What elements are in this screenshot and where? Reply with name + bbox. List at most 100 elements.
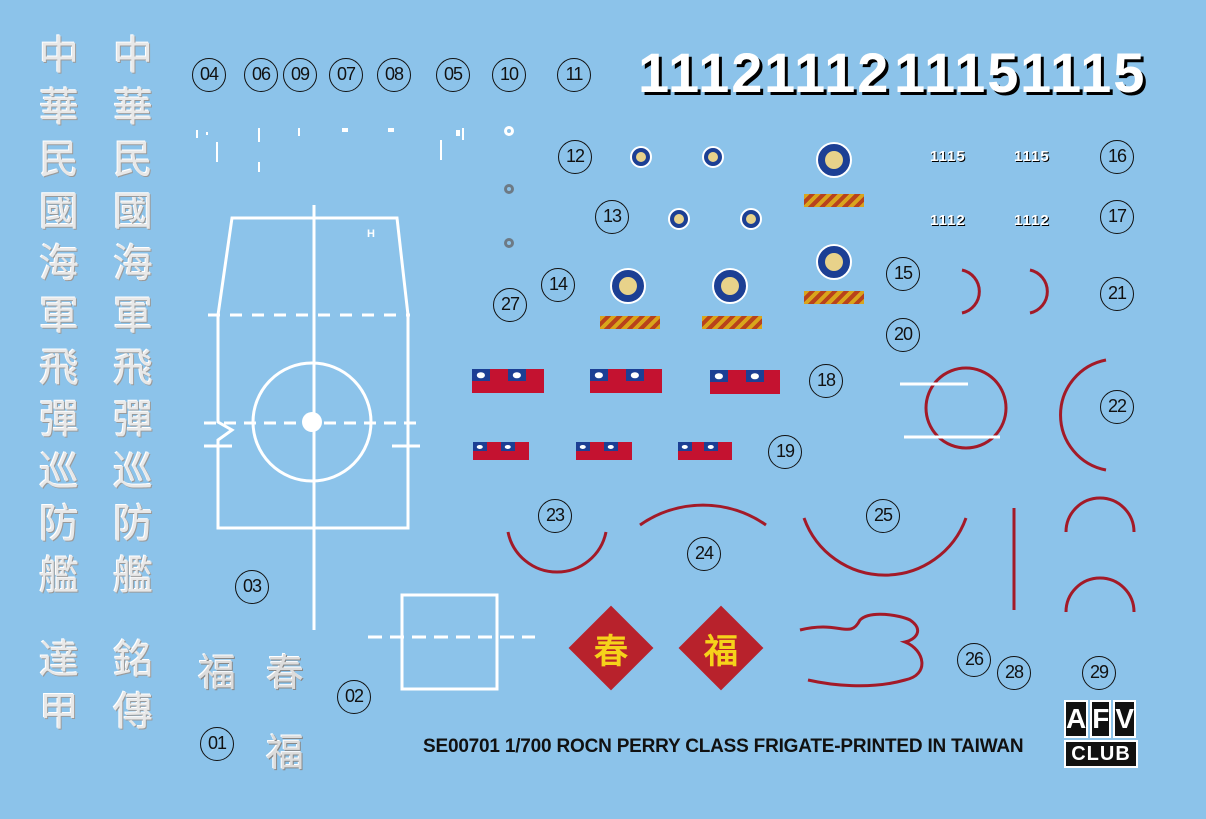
helipad-letter: H bbox=[367, 228, 375, 240]
cjk-char: 艦 bbox=[39, 553, 79, 599]
navy-emblem-decal bbox=[610, 268, 646, 304]
fu-char: 福 bbox=[198, 651, 237, 695]
cjk-char: 傳 bbox=[113, 689, 153, 735]
cjk-char: 巡 bbox=[113, 449, 153, 495]
roc-flag-decal bbox=[472, 369, 508, 393]
ship-name-column-right: 中 華 民 國 海 軍 飛 彈 巡 防 艦 bbox=[110, 30, 156, 602]
boat-outline bbox=[799, 612, 924, 688]
cjk-char: 華 bbox=[113, 85, 153, 131]
decal-number: 27 bbox=[493, 288, 527, 322]
decal-number: 22 bbox=[1100, 390, 1134, 424]
decal-number: 18 bbox=[809, 364, 843, 398]
hazard-stripe-decal bbox=[600, 316, 660, 329]
cjk-char: 中 bbox=[113, 33, 153, 79]
hull-number-small: 1112 bbox=[930, 212, 966, 229]
decal-number: 19 bbox=[768, 435, 802, 469]
decal-number: 24 bbox=[687, 537, 721, 571]
cjk-char: 軍 bbox=[113, 293, 153, 339]
hull-number-large: 1115 bbox=[894, 41, 1021, 104]
cjk-char: 軍 bbox=[39, 293, 79, 339]
roc-flag-decal bbox=[576, 442, 604, 460]
porthole-decal bbox=[504, 184, 514, 194]
decal-number: 02 bbox=[337, 680, 371, 714]
decal-number: 09 bbox=[283, 58, 317, 92]
decal-number: 14 bbox=[541, 268, 575, 302]
decal-number: 20 bbox=[886, 318, 920, 352]
logo-club-text: CLUB bbox=[1064, 740, 1138, 768]
logo-letter: A bbox=[1064, 700, 1089, 738]
roc-flag-decal bbox=[746, 370, 780, 394]
navy-emblem-decal bbox=[668, 208, 690, 230]
hull-number-large: 1112 bbox=[638, 41, 765, 104]
fu-diamond-label: 福 bbox=[704, 632, 738, 672]
cjk-char: 達 bbox=[39, 637, 79, 683]
cjk-char: 華 bbox=[39, 85, 79, 131]
decal-number: 07 bbox=[329, 58, 363, 92]
chun-diamond-label: 春 bbox=[594, 632, 628, 672]
navy-emblem-decal bbox=[740, 208, 762, 230]
ship-name-bottom-right: 銘 傳 bbox=[110, 634, 156, 738]
roc-flag-decal bbox=[473, 442, 501, 460]
decal-number: 01 bbox=[200, 727, 234, 761]
decal-number: 03 bbox=[235, 570, 269, 604]
decal-number: 26 bbox=[957, 643, 991, 677]
hull-number-large: 1112 bbox=[764, 41, 891, 104]
decal-number: 16 bbox=[1100, 140, 1134, 174]
decal-number: 12 bbox=[558, 140, 592, 174]
cjk-char: 海 bbox=[113, 241, 153, 287]
porthole-decal bbox=[504, 238, 514, 248]
decal-number: 21 bbox=[1100, 277, 1134, 311]
cjk-char: 民 bbox=[39, 137, 79, 183]
roc-flag-decal bbox=[604, 442, 632, 460]
hazard-stripe-decal bbox=[702, 316, 762, 329]
roc-flag-decal bbox=[501, 442, 529, 460]
hull-number-small: 1115 bbox=[1014, 148, 1050, 165]
navy-emblem-decal bbox=[816, 142, 852, 178]
hull-number-large: 1115 bbox=[1020, 41, 1147, 104]
hull-number-small: 1112 bbox=[1014, 212, 1050, 229]
roc-flag-decal bbox=[704, 442, 732, 460]
decal-number: 23 bbox=[538, 499, 572, 533]
logo-letter: F bbox=[1090, 700, 1112, 738]
cjk-char: 國 bbox=[39, 189, 79, 235]
decal-number: 11 bbox=[557, 58, 591, 92]
cjk-char: 海 bbox=[39, 241, 79, 287]
decal-number: 13 bbox=[595, 200, 629, 234]
decal-number: 28 bbox=[997, 656, 1031, 690]
cjk-char: 甲 bbox=[39, 689, 79, 735]
decal-number: 05 bbox=[436, 58, 470, 92]
roc-flag-decal bbox=[508, 369, 544, 393]
cjk-char: 國 bbox=[113, 189, 153, 235]
decal-number: 06 bbox=[244, 58, 278, 92]
navy-emblem-decal bbox=[816, 244, 852, 280]
fu-char: 福 bbox=[266, 731, 305, 775]
tiny-markings bbox=[196, 128, 464, 172]
cjk-char: 銘 bbox=[113, 637, 153, 683]
logo-letter: V bbox=[1113, 700, 1137, 738]
roc-flag-decal bbox=[590, 369, 626, 393]
cjk-char: 防 bbox=[39, 501, 79, 547]
hull-number-small: 1115 bbox=[930, 148, 966, 165]
decal-number: 15 bbox=[886, 257, 920, 291]
decal-number: 10 bbox=[492, 58, 526, 92]
decal-number: 04 bbox=[192, 58, 226, 92]
navy-emblem-decal bbox=[712, 268, 748, 304]
navy-emblem-decal bbox=[702, 146, 724, 168]
cjk-char: 巡 bbox=[39, 449, 79, 495]
cjk-char: 飛 bbox=[39, 345, 79, 391]
cjk-char: 艦 bbox=[113, 553, 153, 599]
decal-number: 08 bbox=[377, 58, 411, 92]
hazard-stripe-decal bbox=[804, 291, 864, 304]
ship-name-bottom-left: 達 甲 bbox=[36, 634, 82, 738]
porthole-decal bbox=[504, 126, 514, 136]
red-arcs bbox=[506, 268, 1136, 613]
roc-flag-decal bbox=[678, 442, 704, 460]
deck-rectangle bbox=[368, 593, 535, 691]
cjk-char: 彈 bbox=[39, 397, 79, 443]
cjk-char: 民 bbox=[113, 137, 153, 183]
decal-number: 17 bbox=[1100, 200, 1134, 234]
afv-club-logo: A F V CLUB bbox=[1064, 700, 1138, 768]
hazard-stripe-decal bbox=[804, 194, 864, 207]
roc-flag-decal bbox=[626, 369, 662, 393]
